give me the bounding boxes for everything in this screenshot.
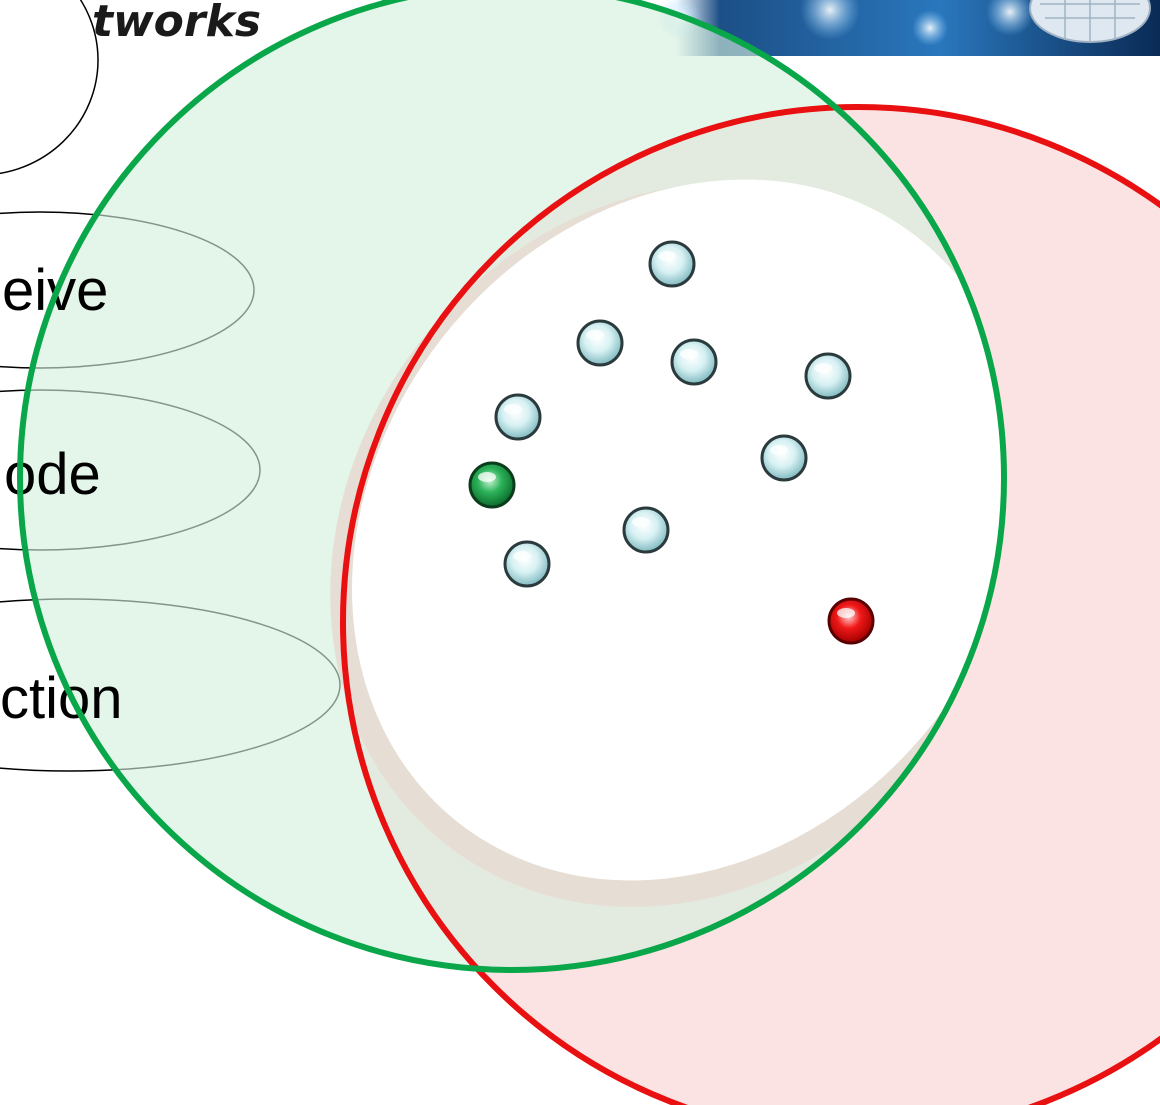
disco-ball-icon — [1029, 0, 1151, 43]
overlap-region — [330, 179, 1004, 907]
node-9-highlight — [513, 551, 531, 561]
node-6 — [760, 434, 808, 482]
node-3 — [670, 338, 718, 386]
node-1 — [648, 240, 696, 288]
node-10-circle — [827, 597, 875, 645]
node-1-highlight — [658, 251, 676, 261]
node-8 — [622, 506, 670, 554]
node-5 — [494, 393, 542, 441]
node-1-circle — [648, 240, 696, 288]
node-2 — [576, 319, 624, 367]
header-title: tworks — [92, 0, 261, 47]
node-9-circle — [503, 540, 551, 588]
top-ellipse — [0, 0, 99, 175]
node-8-circle — [622, 506, 670, 554]
overlap-interior — [351, 179, 1004, 881]
node-6-highlight — [770, 445, 788, 455]
node-5-circle — [494, 393, 542, 441]
node-4-highlight — [814, 363, 832, 373]
node-2-highlight — [586, 330, 604, 340]
node-5-highlight — [504, 404, 522, 414]
node-9 — [503, 540, 551, 588]
node-7-highlight — [478, 472, 496, 482]
node-3-highlight — [680, 349, 698, 359]
node-6-circle — [760, 434, 808, 482]
node-7-circle — [468, 461, 516, 509]
node-2-circle — [576, 319, 624, 367]
node-10 — [827, 597, 875, 645]
green-circle-outline — [17, 0, 1007, 973]
node-10-highlight — [837, 608, 855, 618]
nodes — [468, 240, 875, 645]
node-4 — [804, 352, 852, 400]
node-3-circle — [670, 338, 718, 386]
node-7 — [468, 461, 516, 509]
node-8-highlight — [632, 517, 650, 527]
node-4-circle — [804, 352, 852, 400]
red-circle-outline — [340, 104, 1160, 1105]
